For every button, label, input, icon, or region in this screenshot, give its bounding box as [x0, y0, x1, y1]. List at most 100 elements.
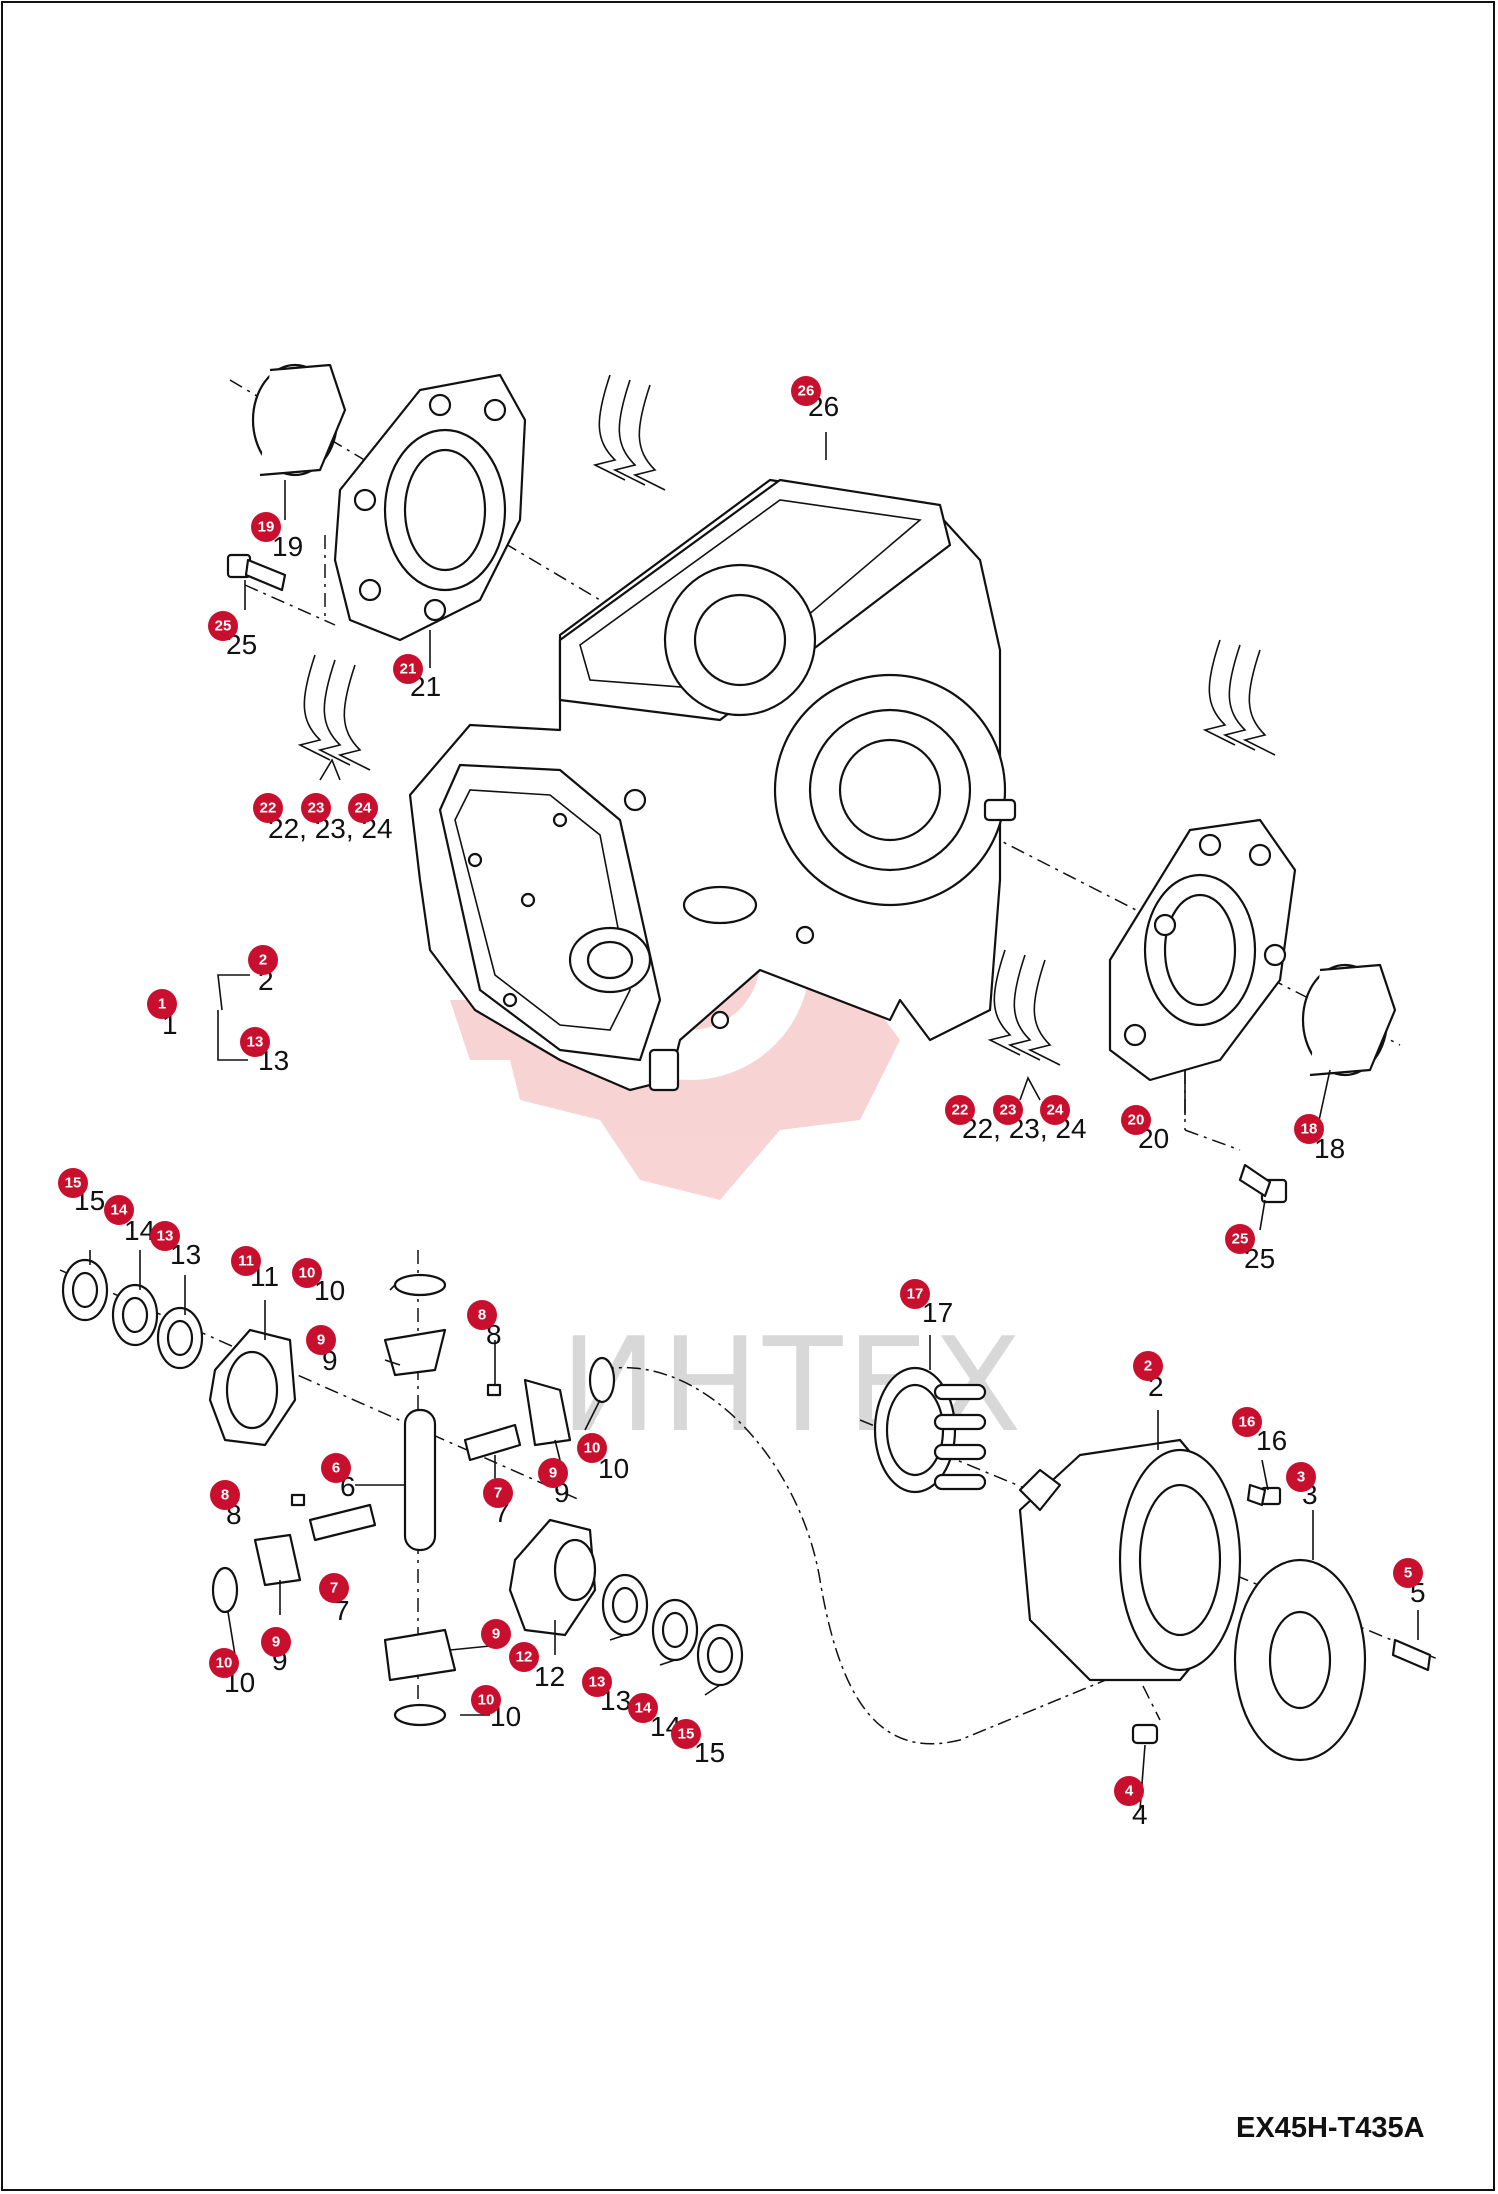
svg-text:9: 9 [272, 1634, 280, 1651]
callout-marker-23[interactable]: 23 [301, 793, 331, 823]
callout-marker-25[interactable]: 25 [1225, 1224, 1255, 1254]
svg-text:5: 5 [1404, 1565, 1412, 1582]
callout-marker-6[interactable]: 6 [321, 1453, 351, 1483]
svg-text:20: 20 [1128, 1112, 1145, 1129]
callout-marker-18[interactable]: 18 [1294, 1114, 1324, 1144]
svg-text:23: 23 [308, 800, 325, 817]
svg-text:8: 8 [221, 1487, 229, 1504]
drawing-code: EX45H-T435A [1236, 2112, 1425, 2144]
callout-marker-2[interactable]: 2 [248, 945, 278, 975]
label-12: 12 [534, 1661, 565, 1692]
callout-marker-25[interactable]: 25 [208, 611, 238, 641]
bolts-5-16-plug-4 [1131, 1483, 1432, 1745]
svg-text:24: 24 [1047, 1102, 1064, 1119]
svg-text:14: 14 [111, 1202, 128, 1219]
svg-text:10: 10 [478, 1692, 495, 1709]
svg-text:17: 17 [907, 1286, 924, 1303]
callout-marker-13[interactable]: 13 [240, 1027, 270, 1057]
callout-marker-3[interactable]: 3 [1286, 1462, 1316, 1492]
callout-marker-24[interactable]: 24 [1040, 1095, 1070, 1125]
svg-text:21: 21 [400, 661, 417, 678]
bearing-cover-plate-21 [333, 373, 527, 642]
svg-text:22: 22 [260, 800, 277, 817]
callout-marker-20[interactable]: 20 [1121, 1105, 1151, 1135]
label-16: 16 [1256, 1425, 1287, 1456]
svg-text:16: 16 [1239, 1414, 1256, 1431]
callout-marker-8[interactable]: 8 [210, 1480, 240, 1510]
svg-text:9: 9 [492, 1626, 500, 1643]
svg-text:13: 13 [157, 1228, 174, 1245]
callout-marker-10[interactable]: 10 [577, 1433, 607, 1463]
label-4: 4 [1132, 1799, 1148, 1830]
callout-marker-2[interactable]: 2 [1133, 1351, 1163, 1381]
shim-pack-top [592, 374, 666, 491]
label-7: 7 [334, 1595, 350, 1626]
svg-text:10: 10 [299, 1265, 316, 1282]
svg-text:24: 24 [355, 800, 372, 817]
callout-marker-7[interactable]: 7 [319, 1573, 349, 1603]
callout-marker-23[interactable]: 23 [993, 1095, 1023, 1125]
pins-7-8 [290, 1383, 522, 1542]
callout-marker-7[interactable]: 7 [483, 1478, 513, 1508]
thrust-washers-right [601, 1573, 744, 1687]
callout-marker-13[interactable]: 13 [582, 1667, 612, 1697]
svg-text:26: 26 [798, 383, 815, 400]
svg-text:14: 14 [635, 1700, 652, 1717]
callout-marker-9[interactable]: 9 [538, 1458, 568, 1488]
callout-marker-8[interactable]: 8 [467, 1300, 497, 1330]
pinion-washers-10 [211, 1273, 616, 1727]
shim-pack-lower-right [987, 949, 1061, 1066]
callout-marker-10[interactable]: 10 [471, 1685, 501, 1715]
svg-text:2: 2 [1144, 1358, 1152, 1375]
svg-text:19: 19 [258, 519, 275, 536]
callout-marker-9[interactable]: 9 [261, 1627, 291, 1657]
label-15: 15 [694, 1737, 725, 1768]
callout-marker-24[interactable]: 24 [348, 793, 378, 823]
leader-lines [89, 432, 1419, 1811]
callout-marker-13[interactable]: 13 [150, 1221, 180, 1251]
svg-text:10: 10 [584, 1440, 601, 1457]
svg-text:15: 15 [678, 1726, 695, 1743]
callout-marker-10[interactable]: 10 [292, 1258, 322, 1288]
svg-text:8: 8 [478, 1307, 486, 1324]
svg-text:2: 2 [259, 952, 267, 969]
callout-marker-11[interactable]: 11 [231, 1246, 261, 1276]
flange-3 [1233, 1558, 1367, 1762]
side-gear-11 [208, 1328, 297, 1447]
callout-marker-9[interactable]: 9 [306, 1325, 336, 1355]
callout-marker-10[interactable]: 10 [209, 1648, 239, 1678]
number-labels: 26 19 25 21 22, 23, 24 2 1 13 22, 23, 24… [74, 391, 1426, 1830]
callout-marker-19[interactable]: 19 [251, 512, 281, 542]
shim-pack-right [1202, 639, 1276, 756]
svg-text:7: 7 [330, 1580, 338, 1597]
svg-text:11: 11 [238, 1253, 254, 1270]
callout-marker-5[interactable]: 5 [1393, 1558, 1423, 1588]
callout-marker-12[interactable]: 12 [509, 1642, 539, 1672]
callout-marker-9[interactable]: 9 [481, 1619, 511, 1649]
oil-seal-18 [1301, 963, 1397, 1077]
callout-marker-22[interactable]: 22 [945, 1095, 975, 1125]
callout-marker-14[interactable]: 14 [104, 1195, 134, 1225]
callout-marker-22[interactable]: 22 [253, 793, 283, 823]
svg-text:13: 13 [247, 1034, 264, 1051]
callout-marker-21[interactable]: 21 [393, 654, 423, 684]
callout-marker-15[interactable]: 15 [671, 1719, 701, 1749]
callout-marker-14[interactable]: 14 [628, 1693, 658, 1723]
svg-text:9: 9 [549, 1465, 557, 1482]
callout-marker-4[interactable]: 4 [1114, 1776, 1144, 1806]
svg-text:18: 18 [1301, 1121, 1318, 1138]
callout-marker-26[interactable]: 26 [791, 376, 821, 406]
callout-marker-1[interactable]: 1 [147, 989, 177, 1019]
callout-marker-16[interactable]: 16 [1232, 1407, 1262, 1437]
callout-marker-17[interactable]: 17 [900, 1279, 930, 1309]
bolt-25-right [1238, 1163, 1288, 1204]
callout-marker-15[interactable]: 15 [58, 1168, 88, 1198]
svg-text:10: 10 [216, 1655, 233, 1672]
svg-text:1: 1 [158, 996, 166, 1013]
svg-text:15: 15 [65, 1175, 82, 1192]
oil-seal-19 [251, 363, 347, 477]
callout-markers: 26 19 25 21 22 23 24 2 1 13 22 23 24 20 … [58, 376, 1423, 1806]
